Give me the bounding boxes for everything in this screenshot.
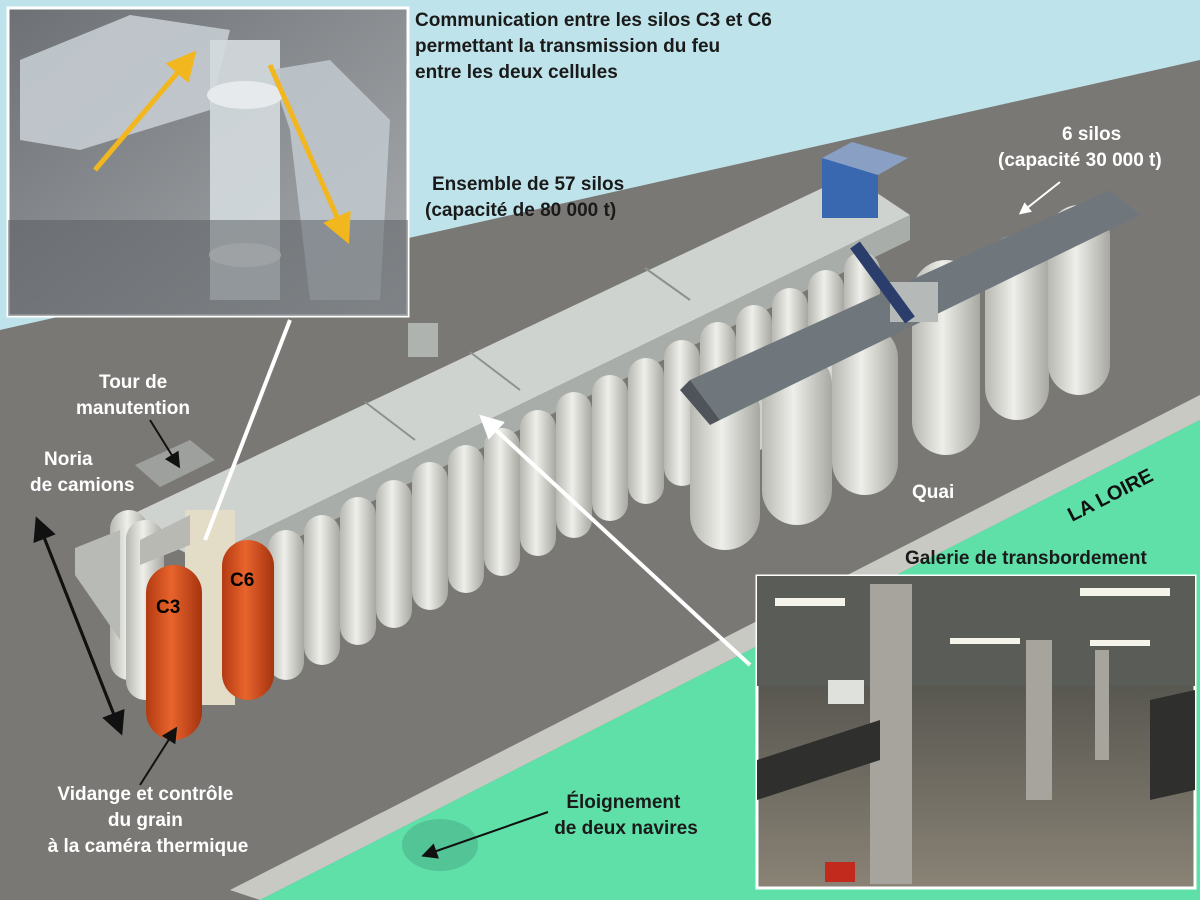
vidange-line-3: à la caméra thermique xyxy=(48,836,249,857)
galerie-caption: Galerie de transbordement xyxy=(905,548,1147,569)
conveyor-end xyxy=(680,380,720,425)
communication-line-1: Communication entre les silos C3 et C6 xyxy=(415,10,772,31)
arrow-noria-up xyxy=(33,516,122,731)
inset-photo-communication xyxy=(6,6,410,318)
silo xyxy=(268,530,304,680)
roof-seam xyxy=(644,267,691,301)
quay-edge xyxy=(230,395,1200,900)
ensemble-caption: Ensemble de 57 silos (capacité de 80 000… xyxy=(425,174,629,221)
silo xyxy=(448,445,484,593)
arrow-six-silos xyxy=(1018,181,1061,215)
vidange-caption: Vidange et contrôle du grain à la caméra… xyxy=(48,784,249,857)
connector-line-inset xyxy=(203,319,292,541)
arrow-eloignement xyxy=(421,811,549,859)
tour-caption: Tour de manutention xyxy=(76,372,190,419)
ensemble-line-1: Ensemble de 57 silos xyxy=(432,174,624,195)
vidange-line-2: du grain xyxy=(108,810,183,831)
silo xyxy=(556,392,592,538)
noria-line-1: Noria xyxy=(44,449,93,470)
silo xyxy=(412,462,448,610)
eloignement-caption: Éloignement de deux navires xyxy=(554,791,698,839)
eloignement-line-2: de deux navires xyxy=(554,818,698,839)
ensemble-line-2: (capacité de 80 000 t) xyxy=(425,200,616,221)
silo-c6 xyxy=(222,540,274,700)
eloignement-line-1: Éloignement xyxy=(566,791,681,813)
silo xyxy=(592,375,628,521)
silo xyxy=(1048,205,1110,395)
flow-arrow-down xyxy=(267,63,351,245)
silo xyxy=(832,325,898,495)
arrow-vidange xyxy=(139,726,178,786)
communication-line-2: permettant la transmission du feu xyxy=(415,36,720,57)
silo xyxy=(484,428,520,576)
silo xyxy=(628,358,664,504)
arrow-tour xyxy=(149,419,181,469)
flow-arrow-up xyxy=(93,50,197,172)
roof-seam xyxy=(469,351,521,391)
silo xyxy=(762,350,832,525)
silo xyxy=(520,410,556,556)
communication-caption: Communication entre les silos C3 et C6 p… xyxy=(415,10,777,83)
silo xyxy=(304,515,340,665)
six-silos-caption: 6 silos (capacité 30 000 t) xyxy=(998,124,1162,171)
ship-shadow xyxy=(402,819,478,871)
inset-photo-gallery xyxy=(755,574,1197,890)
silo-c3 xyxy=(146,565,202,740)
blue-tower-top xyxy=(822,142,908,175)
silo xyxy=(340,497,376,645)
tour-line-2: manutention xyxy=(76,398,190,419)
six-silo-group xyxy=(690,205,1110,550)
silo-c3-label: C3 xyxy=(156,597,180,618)
noria-line-2: de camions xyxy=(30,475,135,496)
six-silos-line-2: (capacité 30 000 t) xyxy=(998,150,1162,171)
roof-vent xyxy=(408,323,438,357)
tower-bridge xyxy=(140,515,190,565)
truck-ramp xyxy=(75,530,120,640)
silo-c6-label: C6 xyxy=(230,570,254,591)
six-silos-line-1: 6 silos xyxy=(1062,124,1121,145)
communication-line-3: entre les deux cellules xyxy=(415,62,618,83)
tour-line-1: Tour de xyxy=(99,372,167,393)
quai-caption: Quai xyxy=(912,482,954,503)
blue-truss xyxy=(850,241,915,324)
connector-arrow-gallery xyxy=(479,414,752,667)
noria-caption: Noria de camions xyxy=(30,449,135,496)
silo-roof xyxy=(120,175,910,560)
roof-seam xyxy=(364,401,416,441)
vidange-line-1: Vidange et contrôle xyxy=(57,784,233,805)
silo xyxy=(376,480,412,628)
